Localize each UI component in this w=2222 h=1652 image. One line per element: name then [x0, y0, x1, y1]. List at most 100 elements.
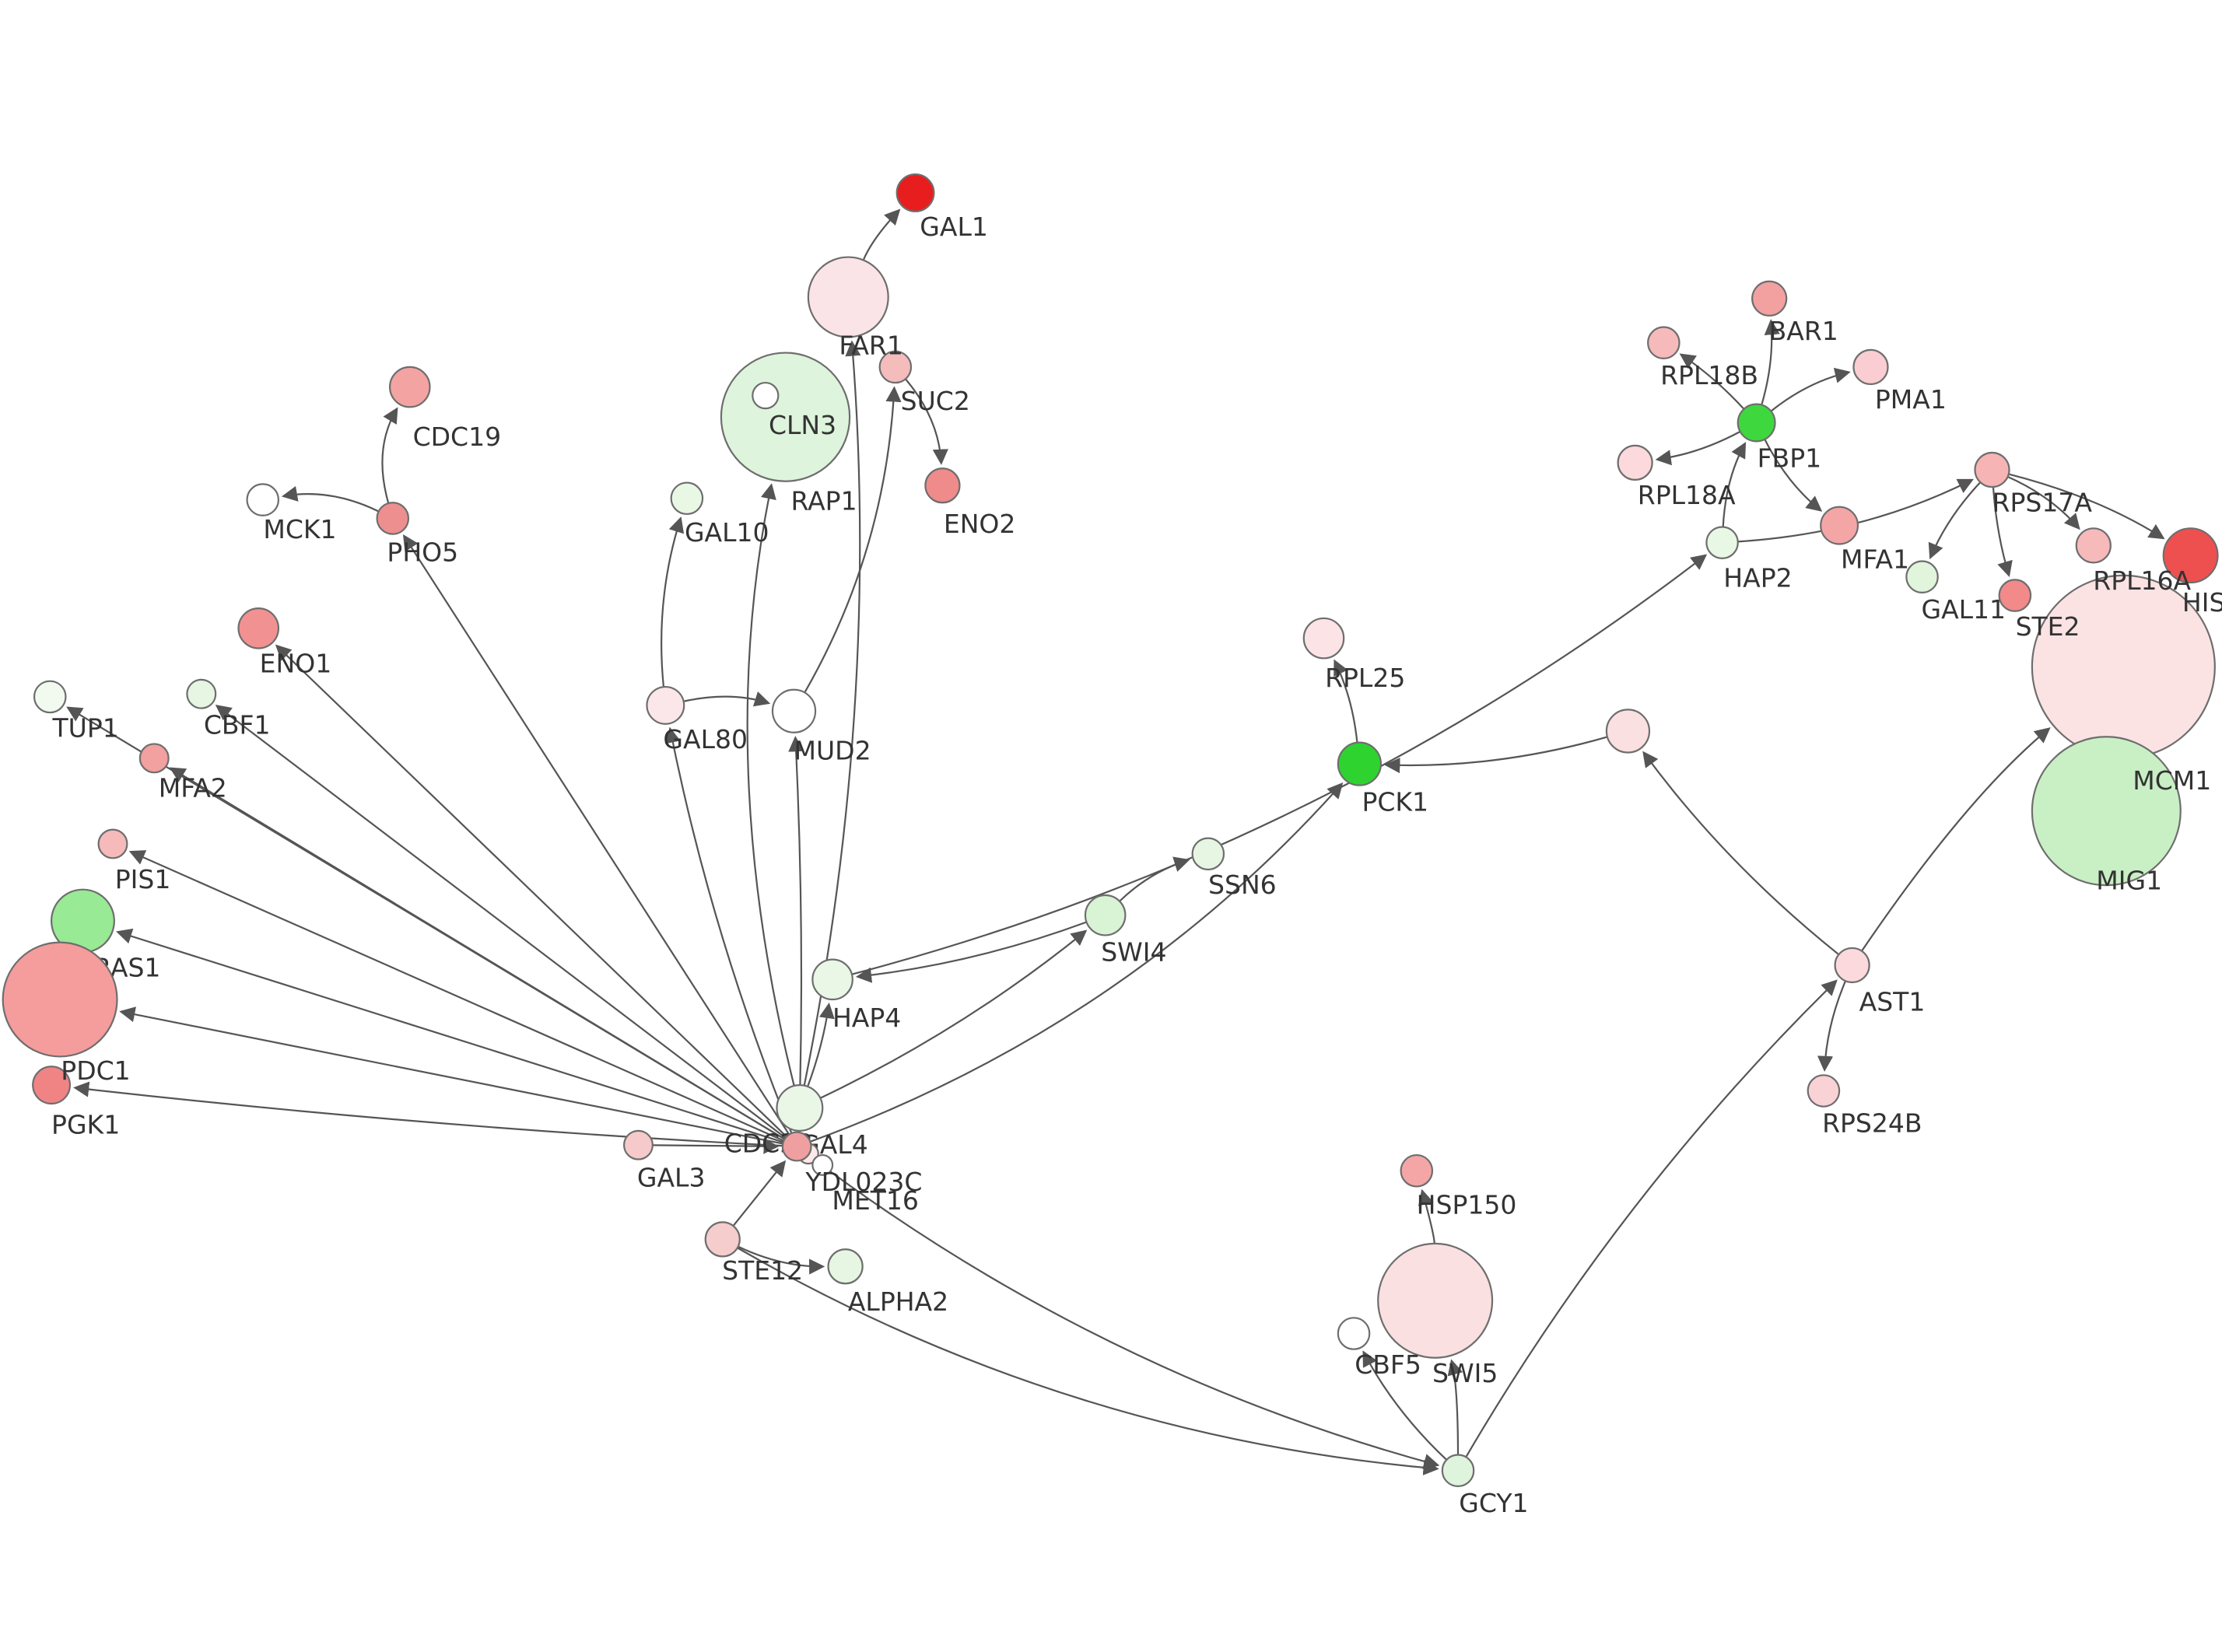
- edge-node1-PCK1[interactable]: [1384, 736, 1608, 774]
- edge-SWI4-HAP4[interactable]: [855, 921, 1087, 983]
- node-GAL10[interactable]: [670, 481, 704, 516]
- node-CBF1[interactable]: [186, 678, 217, 709]
- edge-MUD2-SUC2[interactable]: [804, 386, 902, 693]
- node-PDC1[interactable]: [2, 941, 118, 1058]
- node-node1[interactable]: [1605, 709, 1651, 754]
- edge-CDC28-SWI4[interactable]: [819, 929, 1088, 1099]
- node-CDC19[interactable]: [388, 366, 431, 408]
- node-CDC28[interactable]: [776, 1084, 824, 1132]
- edge-RPS17A-RPL16A[interactable]: [2007, 476, 2080, 530]
- edge-PHO5-CDC19[interactable]: [381, 407, 398, 504]
- edge-SUC2-ENO2[interactable]: [905, 378, 948, 465]
- node-MFA1[interactable]: [1820, 506, 1859, 545]
- edge-GCY1-AST1[interactable]: [1465, 979, 1838, 1458]
- node-BAR1[interactable]: [1751, 280, 1788, 317]
- node-RPL18A[interactable]: [1617, 444, 1653, 481]
- edge-GCY1-SWI5[interactable]: [1447, 1359, 1463, 1455]
- edge-FBP1-BAR1[interactable]: [1761, 319, 1780, 405]
- node-RPS17A[interactable]: [1974, 451, 2010, 488]
- edge-RPS17A-GAL11[interactable]: [1928, 481, 1982, 560]
- edge-HAP2-RPS17A[interactable]: [1737, 478, 1974, 543]
- node-CBF5[interactable]: [1337, 1317, 1371, 1350]
- node-RPL18B[interactable]: [1647, 326, 1681, 359]
- edge-GAL4-TUP1[interactable]: [66, 706, 785, 1140]
- edge-FBP1-RPL18A[interactable]: [1655, 430, 1741, 466]
- edge-GAL4-PHO5[interactable]: [402, 534, 790, 1136]
- node-RPL25[interactable]: [1302, 617, 1345, 660]
- edge-AST1-node1[interactable]: [1642, 751, 1840, 956]
- edge-GCY1-CBF5[interactable]: [1362, 1350, 1448, 1461]
- edge-CDC28-CLN3[interactable]: [746, 483, 795, 1087]
- edge-FBP1-MFA1[interactable]: [1764, 439, 1823, 512]
- edge-GAL4-GAL80[interactable]: [664, 726, 793, 1134]
- node-ENO2[interactable]: [924, 467, 961, 504]
- node-SWI4[interactable]: [1084, 894, 1127, 936]
- node-STE12[interactable]: [704, 1221, 741, 1258]
- node-MFA2[interactable]: [138, 743, 170, 774]
- edge-GAL4-CBF1[interactable]: [215, 704, 787, 1139]
- node-RPS24B[interactable]: [1807, 1074, 1841, 1108]
- node-HAP4[interactable]: [811, 958, 853, 1001]
- node-GAL80[interactable]: [646, 685, 685, 725]
- node-RAP1[interactable]: [752, 381, 780, 410]
- node-GCY1[interactable]: [1441, 1454, 1475, 1488]
- edge-RPS17A-HIS4[interactable]: [2008, 473, 2165, 540]
- node-MET16[interactable]: [811, 1153, 834, 1176]
- edge-CDC28-HAP4[interactable]: [807, 1002, 835, 1087]
- node-SUC2[interactable]: [878, 350, 913, 384]
- node-RPL16A[interactable]: [2075, 527, 2112, 564]
- edge-RPS17A-STE2[interactable]: [1992, 486, 2013, 578]
- node-HIS4[interactable]: [2162, 527, 2219, 584]
- edge-SWI5-HSP150[interactable]: [1418, 1188, 1435, 1244]
- node-HAP2[interactable]: [1705, 526, 1739, 559]
- edge-GAL4-ENO1[interactable]: [275, 644, 787, 1138]
- edge-GAL80-GAL10[interactable]: [661, 516, 685, 688]
- edge-AST1-RPS24B[interactable]: [1817, 980, 1847, 1072]
- node-PCK1[interactable]: [1337, 741, 1383, 786]
- edge-CDC28-MUD2[interactable]: [788, 736, 804, 1086]
- edge-AST1-MCM1[interactable]: [1860, 727, 2051, 952]
- edge-PCK1-RPL25[interactable]: [1334, 659, 1358, 743]
- node-FAR1[interactable]: [807, 256, 889, 338]
- node-GAL3[interactable]: [623, 1129, 654, 1160]
- node-GAL1[interactable]: [895, 173, 935, 212]
- edge-GAL4-PDC1[interactable]: [119, 1006, 783, 1145]
- edge-STE12-GCY1[interactable]: [737, 1247, 1439, 1475]
- edge-HAP4-HAP2[interactable]: [851, 554, 1708, 975]
- edge-HAP2-FBP1[interactable]: [1722, 442, 1747, 527]
- edge-GAL4-RAS1[interactable]: [116, 928, 784, 1143]
- edge-STE12-ALPHA2[interactable]: [738, 1245, 825, 1275]
- node-PHO5[interactable]: [376, 502, 410, 535]
- edge-FBP1-PMA1[interactable]: [1770, 367, 1851, 412]
- edge-STE12-GAL4[interactable]: [732, 1160, 787, 1227]
- node-MIG1[interactable]: [2031, 736, 2182, 887]
- edge-GAL3-GAL4[interactable]: [652, 1138, 780, 1154]
- edge-GAL4-PIS1[interactable]: [128, 850, 784, 1142]
- node-FBP1[interactable]: [1737, 403, 1776, 443]
- edge-PHO5-MCK1[interactable]: [281, 485, 380, 513]
- edge-GAL4-PGK1[interactable]: [73, 1081, 783, 1147]
- edge-GAL4-GCY1[interactable]: [808, 1154, 1440, 1469]
- node-CLN3[interactable]: [720, 352, 851, 482]
- node-PGK1[interactable]: [32, 1066, 72, 1105]
- edge-SWI4-SSN6[interactable]: [1119, 856, 1190, 902]
- node-PIS1[interactable]: [97, 828, 128, 859]
- node-TUP1[interactable]: [33, 680, 67, 714]
- edge-GAL4-PCK1[interactable]: [810, 782, 1344, 1143]
- node-MUD2[interactable]: [771, 688, 817, 733]
- node-GAL4[interactable]: [781, 1131, 812, 1162]
- node-ENO1[interactable]: [237, 607, 280, 649]
- node-AST1[interactable]: [1834, 947, 1870, 984]
- node-MCK1[interactable]: [246, 483, 280, 516]
- edge-GAL80-MUD2[interactable]: [683, 691, 771, 707]
- node-STE2[interactable]: [1998, 579, 2032, 612]
- node-SWI5[interactable]: [1377, 1242, 1494, 1359]
- node-HSP150[interactable]: [1400, 1153, 1434, 1188]
- node-SSN6[interactable]: [1191, 837, 1225, 871]
- node-PMA1[interactable]: [1852, 348, 1889, 386]
- node-GAL11[interactable]: [1905, 560, 1939, 594]
- node-ALPHA2[interactable]: [827, 1248, 864, 1285]
- edge-FAR1-GAL1[interactable]: [862, 208, 901, 261]
- edge-FBP1-RPL18B[interactable]: [1679, 353, 1745, 410]
